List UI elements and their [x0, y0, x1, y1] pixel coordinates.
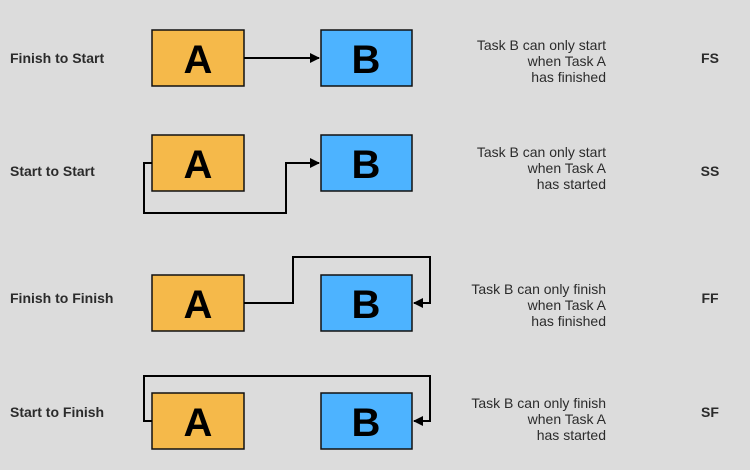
dependency-code-fs: FS: [701, 50, 719, 66]
row-description-ss: Task B can only start when Task A has st…: [406, 144, 606, 192]
task-b-label: B: [352, 401, 381, 445]
description-line: has started: [536, 176, 606, 192]
row-sf-graphic: A B: [143, 375, 431, 450]
task-a-label: A: [184, 38, 213, 82]
row-description-fs: Task B can only start when Task A has fi…: [406, 37, 606, 85]
description-line: Task B can only start: [476, 37, 606, 53]
row-label-fs: Finish to Start: [10, 50, 105, 66]
row-fs-graphic: A B: [151, 29, 413, 87]
task-a-box: [151, 134, 245, 192]
task-b-box: [320, 392, 413, 450]
task-b-box: [320, 274, 413, 332]
dependency-code-ff: FF: [701, 290, 719, 306]
description-line: Task B can only finish: [471, 395, 606, 411]
dependency-code-ss: SS: [700, 163, 720, 179]
task-a-box: [151, 392, 245, 450]
task-b-box: [320, 29, 413, 87]
dependency-arrow: [143, 158, 320, 214]
row-label-sf: Start to Finish: [10, 404, 105, 420]
task-a-label: A: [184, 401, 213, 445]
description-line: when Task A: [527, 53, 606, 69]
description-line: when Task A: [527, 160, 606, 176]
description-line: has finished: [531, 313, 606, 329]
row-ff-graphic: A B: [151, 256, 431, 332]
row-label-ff: Finish to Finish: [10, 290, 114, 306]
description-line: Task B can only finish: [471, 281, 606, 297]
task-a-label: A: [184, 283, 213, 327]
row-description-ff: Task B can only finish when Task A has f…: [406, 281, 606, 329]
task-b-label: B: [352, 38, 381, 82]
description-line: Task B can only start: [476, 144, 606, 160]
task-a-box: [151, 29, 245, 87]
task-b-label: B: [352, 283, 381, 327]
dependency-arrow: [143, 375, 431, 426]
task-a-label: A: [184, 143, 213, 187]
row-description-sf: Task B can only finish when Task A has s…: [406, 395, 606, 443]
dependency-arrow: [244, 256, 431, 308]
dependency-code-sf: SF: [701, 404, 719, 420]
description-line: when Task A: [527, 411, 606, 427]
row-label-ss: Start to Start: [10, 163, 95, 179]
description-line: when Task A: [527, 297, 606, 313]
description-line: has started: [536, 427, 606, 443]
task-b-label: B: [352, 143, 381, 187]
task-b-box: [320, 134, 413, 192]
description-line: has finished: [531, 69, 606, 85]
row-ss-graphic: A B: [143, 134, 413, 214]
